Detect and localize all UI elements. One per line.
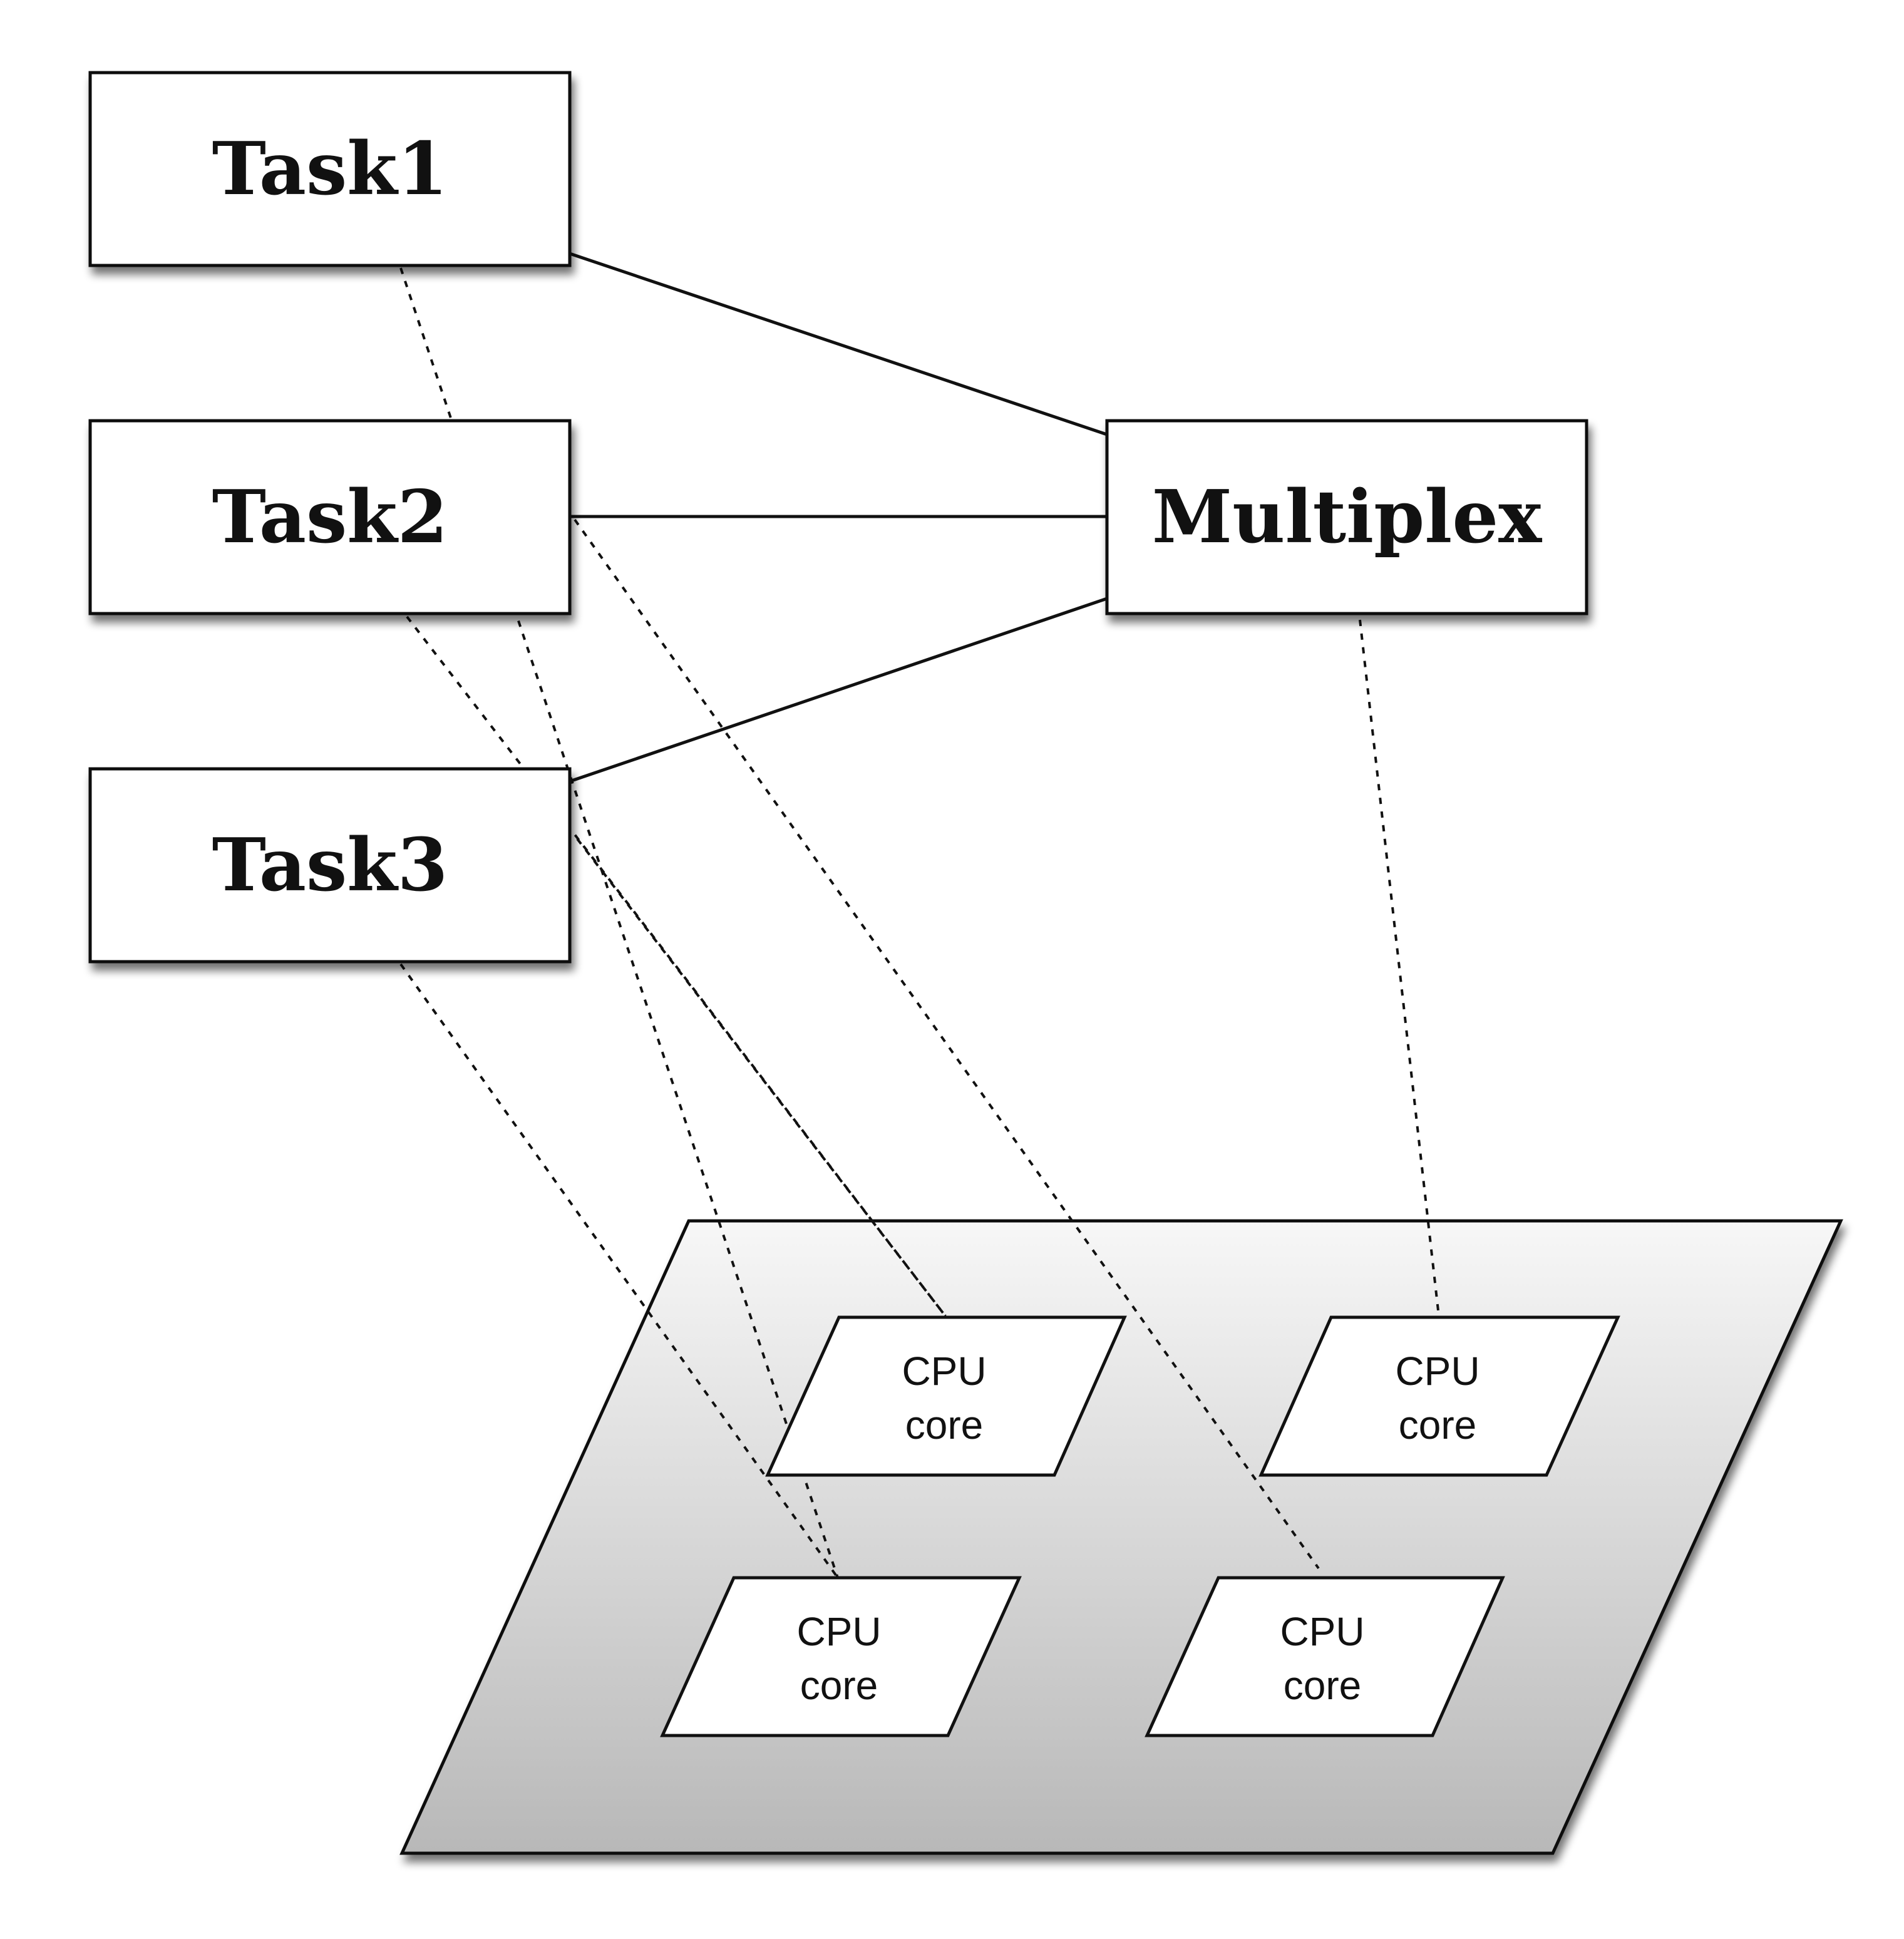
cpu-core-label-line1: CPU bbox=[1280, 1609, 1364, 1654]
cpu-core-label-line1: CPU bbox=[796, 1609, 881, 1654]
cpu-core-label-line1: CPU bbox=[902, 1349, 986, 1394]
link-task3-multiplexer bbox=[569, 597, 1108, 783]
cpu-core-shape bbox=[660, 1576, 1022, 1737]
solid-links bbox=[569, 252, 1108, 783]
cpu-core-bottom-right: CPU core bbox=[1145, 1576, 1505, 1737]
cpu-core-label-line2: core bbox=[800, 1663, 878, 1708]
multiplexer-node bbox=[1105, 419, 1588, 615]
multiplexer-label: Multiplex bbox=[1152, 475, 1542, 560]
cpu-core-label-line1: CPU bbox=[1395, 1349, 1479, 1394]
task3-node bbox=[88, 767, 572, 964]
dotted-link-task3-core-top-left bbox=[576, 838, 947, 1317]
dotted-link-task1-core-bottom-left bbox=[399, 267, 839, 1578]
cpu-core-top-left: CPU core bbox=[765, 1315, 1127, 1477]
cpu-core-top-right: CPU core bbox=[1258, 1315, 1620, 1477]
cpu-core-bottom-left: CPU core bbox=[660, 1576, 1022, 1737]
task2-node bbox=[88, 419, 572, 615]
dotted-link-task3-core-bottom-left bbox=[399, 963, 839, 1579]
task1-node bbox=[88, 71, 572, 267]
task1-box bbox=[88, 71, 572, 267]
cpu-core-shape bbox=[1258, 1315, 1620, 1477]
dotted-link-multiplexer-core-top-right bbox=[1359, 619, 1440, 1317]
task3-box bbox=[88, 767, 572, 964]
task1-label: Task1 bbox=[212, 126, 448, 212]
task2-box bbox=[88, 419, 572, 615]
cpu-core-label-line2: core bbox=[1284, 1663, 1362, 1708]
cpu-core-shape bbox=[1145, 1576, 1505, 1737]
link-task1-multiplexer bbox=[569, 252, 1108, 436]
cpu-core-label-line2: core bbox=[1399, 1402, 1477, 1448]
cpu-core-label-line2: core bbox=[905, 1402, 984, 1448]
cpu-core-shape bbox=[765, 1315, 1127, 1477]
task3-label: Task3 bbox=[212, 823, 448, 908]
dotted-links bbox=[399, 267, 1440, 1579]
multiplexer-box bbox=[1105, 419, 1588, 615]
task2-label: Task2 bbox=[212, 475, 448, 560]
